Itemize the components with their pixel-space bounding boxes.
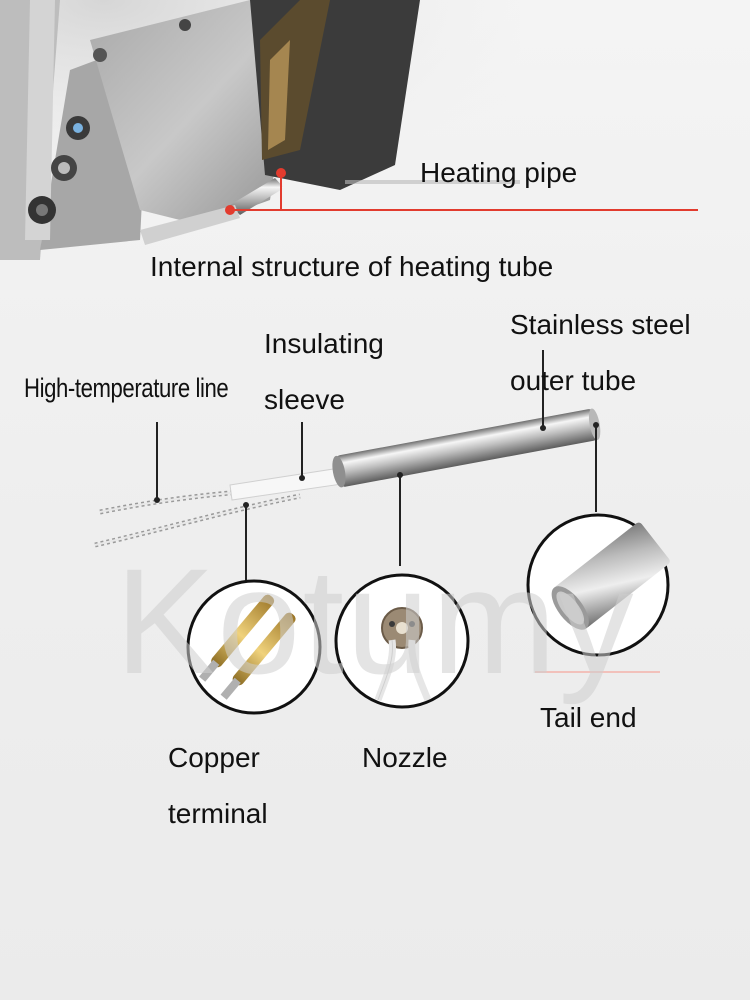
watermark: Kotumy bbox=[115, 537, 636, 705]
label-insulating-sleeve-line1: Insulating bbox=[264, 328, 384, 359]
heating-tube bbox=[94, 408, 601, 548]
leader-lines bbox=[156, 350, 597, 582]
nozzle-detail bbox=[334, 573, 470, 709]
label-stainless-line1: Stainless steel bbox=[510, 309, 691, 340]
label-tail-end: Tail end bbox=[540, 702, 637, 733]
machine-photo bbox=[0, 0, 698, 260]
diagram-title: Internal structure of heating tube bbox=[150, 251, 554, 282]
label-stainless-line2: outer tube bbox=[510, 365, 637, 396]
label-copper-line1: Copper bbox=[168, 742, 260, 773]
label-nozzle: Nozzle bbox=[362, 742, 448, 773]
label-insulating-sleeve: Insulating sleeve bbox=[264, 316, 384, 428]
label-stainless-steel-tube: Stainless steel outer tube bbox=[510, 297, 691, 409]
label-copper-terminal: Copper terminal bbox=[168, 730, 268, 842]
tail-end-detail bbox=[526, 513, 670, 657]
copper-terminal-detail bbox=[186, 579, 322, 715]
label-high-temperature-line: High-temperature line bbox=[24, 373, 229, 403]
label-insulating-sleeve-line2: sleeve bbox=[264, 384, 345, 415]
label-copper-line2: terminal bbox=[168, 798, 268, 829]
label-heating-pipe: Heating pipe bbox=[420, 157, 578, 188]
